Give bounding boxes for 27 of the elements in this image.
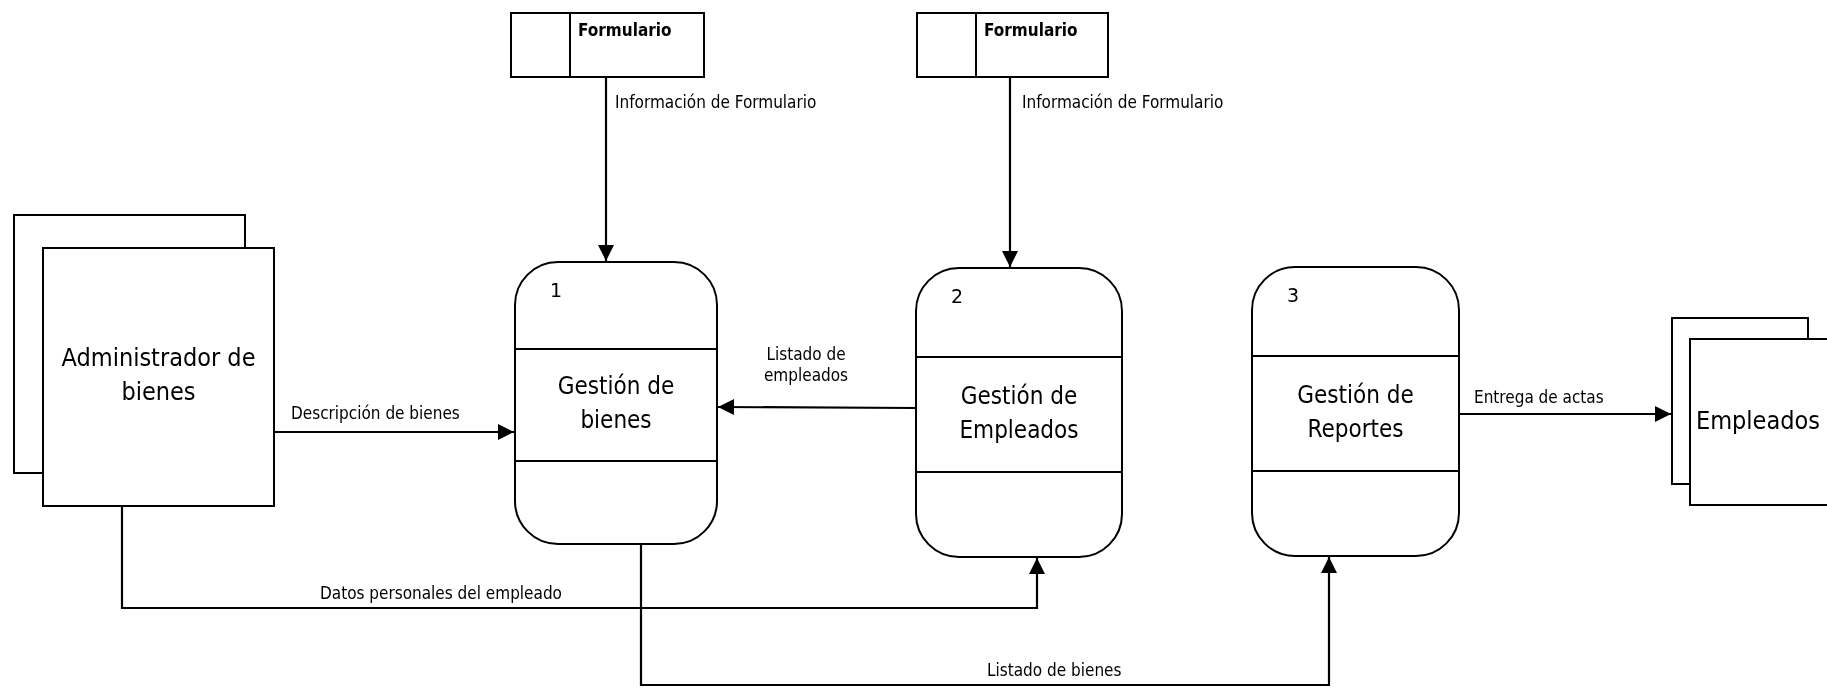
entity-label: Administrador de bienes <box>60 342 257 408</box>
arrow <box>120 507 1045 610</box>
edge-label: Entrega de actas <box>1472 387 1606 408</box>
process-number: 2 <box>951 285 964 307</box>
store-label: Formulario <box>984 20 1078 40</box>
arrow <box>1002 78 1018 267</box>
entity-label: Empleados <box>1694 405 1821 437</box>
data-store <box>916 12 1109 78</box>
process-number: 1 <box>550 279 563 301</box>
external-entity <box>1671 317 1827 506</box>
process-label: Gestión de bienes <box>556 371 676 436</box>
data-store <box>510 12 705 78</box>
arrow <box>598 78 614 261</box>
edge-label: Descripción de bienes <box>289 403 462 424</box>
process-box <box>1251 266 1460 557</box>
process-box <box>915 267 1123 558</box>
external-entity <box>13 214 275 507</box>
arrow <box>275 424 514 440</box>
process-number: 3 <box>1287 284 1300 306</box>
process-label: Gestión de Reportes <box>1296 379 1415 445</box>
arrow <box>639 545 1337 687</box>
store-label: Formulario <box>578 20 672 40</box>
arrow <box>1460 406 1671 422</box>
process-box <box>514 261 718 545</box>
edge-label: Datos personales del empleado <box>318 583 564 604</box>
process-label: Gestión de Empleados <box>958 380 1080 446</box>
arrow <box>718 399 915 416</box>
